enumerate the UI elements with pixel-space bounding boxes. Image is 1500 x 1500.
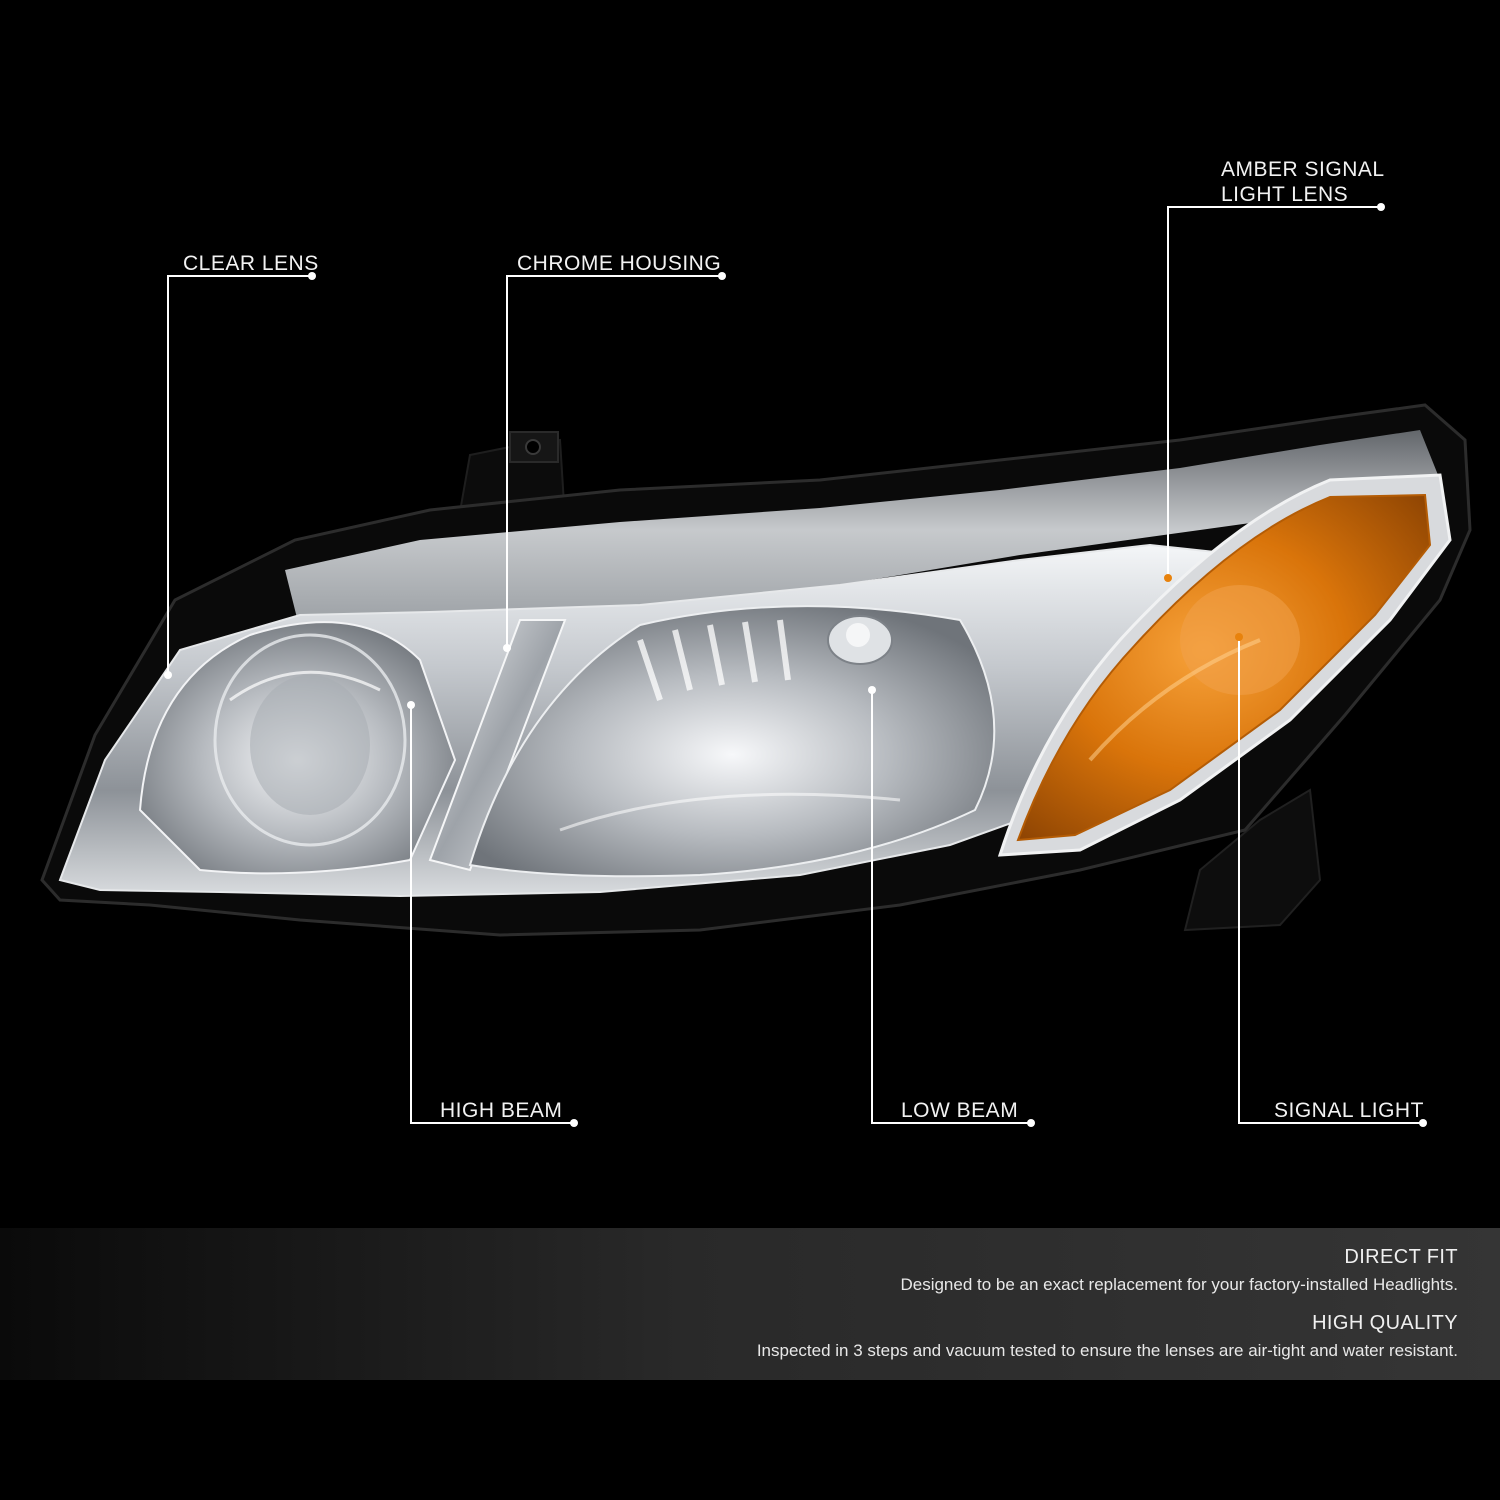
feature-title: DIRECT FIT [1344,1246,1458,1268]
callout-dots [164,203,1427,1127]
feature-description: Inspected in 3 steps and vacuum tested t… [756,1341,1458,1360]
feature-panel: DIRECT FIT Designed to be an exact repla… [0,1228,1500,1380]
feature-title: HIGH QUALITY [1312,1312,1458,1334]
callout-high-beam: HIGH BEAM [440,1099,563,1122]
feature-high-quality: HIGH QUALITY Inspected in 3 steps and va… [757,1312,1458,1361]
amber-signal-lens [997,473,1452,857]
callout-clear-lens: CLEAR LENS [183,252,319,275]
callout-low-beam: LOW BEAM [901,1099,1019,1122]
callout-chrome-housing: CHROME HOUSING [517,252,722,275]
chrome-divider [428,619,567,872]
high-beam-reflector [138,621,457,875]
feature-direct-fit: DIRECT FIT Designed to be an exact repla… [900,1246,1458,1295]
upper-clear-lens [285,430,1440,630]
callout-amber-line-1: AMBER SIGNAL [1221,158,1385,181]
amber-callout-dots [1164,574,1243,641]
callout-lines [167,206,1423,1124]
callout-amber-line-2: LIGHT LENS [1221,183,1349,207]
low-beam-reflector [468,605,996,878]
feature-description: Designed to be an exact replacement for … [900,1275,1458,1294]
callout-amber-signal-light-lens: AMBER SIGNAL LIGHT LENS [1221,157,1385,207]
callout-signal-light: SIGNAL LIGHT [1274,1099,1424,1122]
